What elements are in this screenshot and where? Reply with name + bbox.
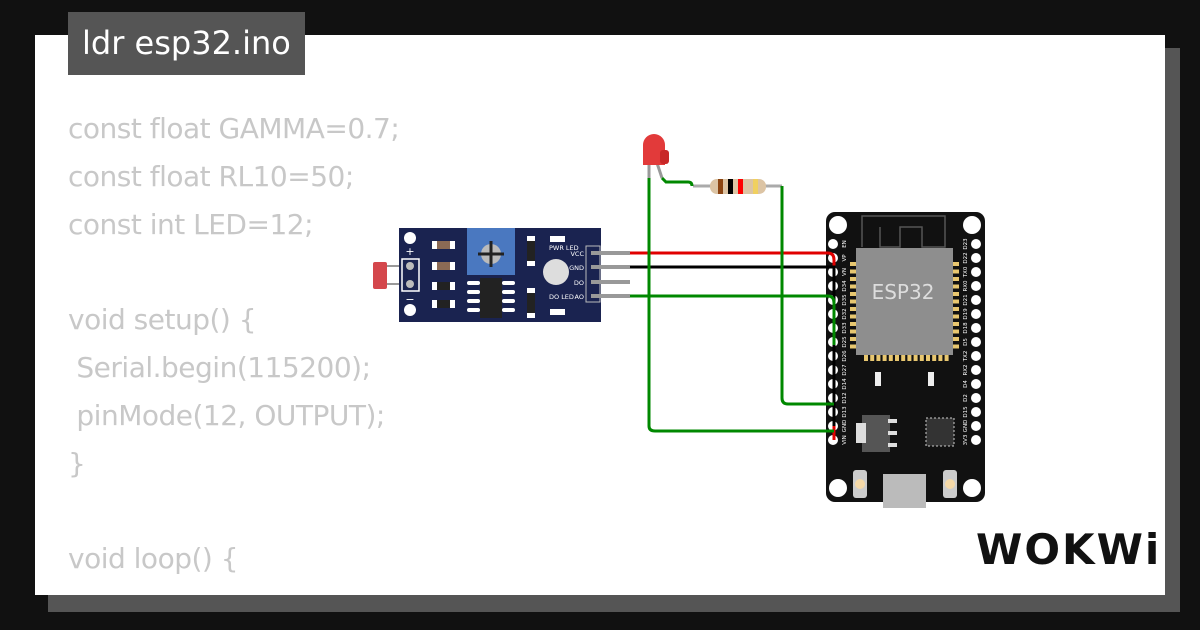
pin-label: TX0 <box>963 266 969 278</box>
pin-label: TX2 <box>963 351 969 363</box>
esp32-pin-en[interactable] <box>828 239 838 249</box>
code-line: int analogValue = analogRead(35); <box>68 583 559 595</box>
pin-label: D21 <box>963 294 969 305</box>
ldr-sensor-module[interactable]: + − PWR LED DO LED VCC GND DO AO <box>373 228 630 322</box>
pin-label: D18 <box>963 322 969 334</box>
wire-led-gnd <box>647 178 834 433</box>
pin-label: GND <box>842 420 848 433</box>
esp32-pin-3v3[interactable] <box>971 435 981 445</box>
wire-gnd <box>630 265 836 426</box>
code-line: pinMode(12, OUTPUT); <box>68 398 385 432</box>
esp32-pin-d22[interactable] <box>971 253 981 263</box>
code-line: const float GAMMA=0.7; <box>68 112 400 145</box>
wires <box>630 176 836 440</box>
wire-ao <box>630 294 836 345</box>
pin-label: D4 <box>963 380 969 388</box>
pin-label: D15 <box>963 406 969 418</box>
minus-label: − <box>405 293 414 306</box>
pin-label: D32 <box>842 308 848 319</box>
esp32-pin-d15[interactable] <box>971 407 981 417</box>
project-title: ldr esp32.ino <box>68 12 305 75</box>
pin-label: D2 <box>963 394 969 402</box>
pin-label: GND <box>569 264 584 272</box>
pin-label: RX0 <box>963 280 969 292</box>
esp32-pin-tx0[interactable] <box>971 267 981 277</box>
esp32-pin-d21[interactable] <box>971 295 981 305</box>
esp32-label: ESP32 <box>872 280 935 304</box>
code-line: void setup() { <box>68 303 257 337</box>
plus-label: + <box>405 245 414 258</box>
pin-label: D22 <box>963 252 969 263</box>
pin-label: D34 <box>842 280 848 292</box>
code-line: const float RL10=50; <box>68 159 354 193</box>
pin-label: D26 <box>842 350 848 362</box>
code-line: void loop() { <box>68 542 239 576</box>
wire-resistor-d12 <box>780 186 834 406</box>
pin-label: D35 <box>842 294 848 306</box>
pin-label: VN <box>842 268 848 276</box>
esp32-pin-d4[interactable] <box>971 379 981 389</box>
pin-label: D5 <box>963 338 969 346</box>
pin-label: DO <box>574 279 584 287</box>
pwr-led-label: PWR LED <box>549 244 579 252</box>
pin-label: EN <box>842 240 848 248</box>
esp32-pin-d18[interactable] <box>971 323 981 333</box>
led-indicator <box>543 259 569 285</box>
esp32-pin-rx0[interactable] <box>971 281 981 291</box>
pin-label: D27 <box>842 364 848 376</box>
esp32-pin-gnd[interactable] <box>971 421 981 431</box>
wire-led-resistor <box>660 176 694 187</box>
wokwi-logo: WOKWi <box>976 525 1162 574</box>
pin-label: VIN <box>842 435 848 445</box>
pin-label: D14 <box>842 378 848 390</box>
esp32-pin-tx2[interactable] <box>971 351 981 361</box>
esp32-pin-rx2[interactable] <box>971 365 981 375</box>
esp32-pin-d23[interactable] <box>971 239 981 249</box>
pin-label: AO <box>575 293 584 301</box>
pin-label: D25 <box>842 336 848 348</box>
pin-label: 3V3 <box>963 434 969 445</box>
esp32-pin-d19[interactable] <box>971 309 981 319</box>
pin-label: D23 <box>963 238 969 250</box>
pin-label: D13 <box>842 406 848 418</box>
esp32-chip <box>856 248 953 355</box>
pin-label: GND <box>963 420 969 433</box>
code-line: } <box>68 446 86 480</box>
do-led-label: DO LED <box>549 293 574 301</box>
esp32-pin-d5[interactable] <box>971 337 981 347</box>
code-line: const int LED=12; <box>68 207 314 241</box>
code-preview: const float GAMMA=0.7; const float RL10=5… <box>68 105 559 595</box>
esp32-board[interactable]: ESP32 ENVPVND34D35D32D33D25D26D27D14D12D… <box>826 212 985 508</box>
red-led[interactable] <box>643 134 669 179</box>
photoresistor <box>373 262 387 289</box>
pin-label: D33 <box>842 322 848 334</box>
pin-label: D12 <box>842 392 848 403</box>
code-line: Serial.begin(115200); <box>68 350 371 384</box>
esp32-pin-d2[interactable] <box>971 393 981 403</box>
pin-label: VCC <box>570 250 584 258</box>
pin-label: RX2 <box>963 364 969 375</box>
wire-vcc <box>630 251 836 440</box>
pin-label: VP <box>842 254 848 262</box>
pin-label: D19 <box>963 308 969 320</box>
resistor[interactable] <box>693 179 782 194</box>
